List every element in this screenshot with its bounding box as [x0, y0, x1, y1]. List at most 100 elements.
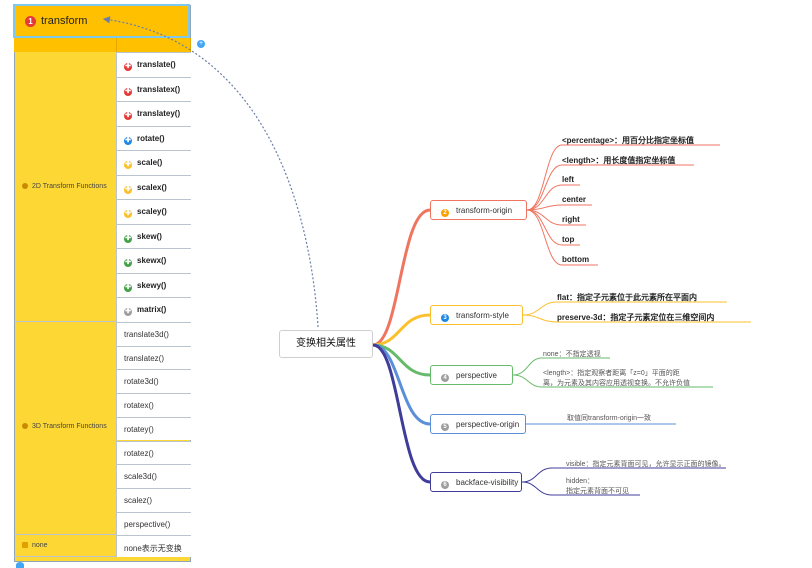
priority-5-icon: 5	[441, 423, 449, 431]
smiley-icon	[22, 183, 28, 189]
leaf-hidden-1[interactable]: hidden：	[566, 478, 595, 485]
function-bullet-icon: ✚	[124, 283, 132, 292]
function-cell-3d[interactable]: rotate3d()	[117, 369, 191, 394]
priority-3-icon: 3	[441, 314, 449, 322]
branch-label: transform-style	[456, 311, 509, 320]
function-label: translate()	[137, 60, 176, 69]
function-bullet-icon: ✚	[124, 161, 132, 169]
function-label: translatex()	[137, 84, 181, 94]
none-desc-cell: none表示无变换	[117, 535, 191, 557]
function-label: rotatex()	[124, 401, 154, 411]
function-cell-2d[interactable]: ✚ scale()	[117, 150, 191, 175]
function-label: rotatey()	[124, 424, 154, 434]
link-marker-icon[interactable]	[16, 562, 24, 568]
function-cell-2d[interactable]: ✚translatey()	[117, 101, 191, 126]
leaf-center[interactable]: center	[562, 195, 587, 204]
function-cell-3d[interactable]: rotatey()	[117, 416, 191, 441]
function-label: skewx()	[137, 256, 167, 265]
function-label: translatey()	[137, 109, 181, 118]
function-bullet-icon: ✚	[124, 234, 132, 243]
group-2d: 2D Transform Functions	[14, 52, 117, 322]
function-cell-3d[interactable]: scalez()	[117, 487, 191, 512]
function-label: scalez()	[124, 495, 153, 505]
none-desc: none表示无变换	[124, 544, 182, 553]
function-label: translatez()	[124, 353, 165, 363]
note-icon	[22, 542, 28, 548]
leaf-right[interactable]: right	[562, 215, 580, 224]
function-bullet-icon: ✚	[124, 136, 132, 145]
function-cell-2d[interactable]: ✚ translatex()	[117, 76, 191, 101]
function-cell-2d[interactable]: ✚ scalex()	[117, 174, 191, 199]
transform-title: transform	[41, 15, 88, 27]
function-cell-3d[interactable]: rotatex()	[117, 393, 191, 417]
branch-line-backface	[372, 343, 431, 484]
function-cell-2d[interactable]: ✚ skew()	[117, 223, 191, 248]
root-topic[interactable]: 变换相关属性	[279, 330, 373, 358]
branch-label: perspective	[456, 371, 497, 380]
leaf-perspective-length-2[interactable]: 离，为元素及其内容应用透视变换。不允许负值	[543, 380, 690, 387]
branch-perspective-origin[interactable]: 5 perspective-origin	[430, 414, 526, 434]
leaf-hidden-2[interactable]: 指定元素背面不可见	[566, 488, 629, 495]
leaf-preserve-3d[interactable]: preserve-3d：指定子元素定位在三维空间内	[557, 313, 715, 322]
leaf-top[interactable]: top	[562, 235, 575, 244]
branch-line-style	[372, 313, 431, 347]
group-2d-label: 2D Transform Functions	[32, 183, 107, 190]
function-bullet-icon: ✚	[124, 308, 132, 316]
function-cell-2d[interactable]: ✚ scaley()	[117, 199, 191, 224]
leaf-bottom[interactable]: bottom	[562, 255, 590, 264]
function-label: rotatez()	[124, 448, 154, 458]
root-label: 变换相关属性	[296, 338, 356, 349]
function-label: skew()	[137, 231, 162, 241]
branch-transform-origin[interactable]: 2 transform-origin	[430, 200, 527, 220]
function-cell-3d[interactable]: translatez()	[117, 345, 191, 370]
function-cell-3d[interactable]: perspective()	[117, 511, 191, 536]
leaf-flat[interactable]: flat：指定子元素位于此元素所在平面内	[557, 293, 697, 302]
function-bullet-icon: ✚	[124, 210, 132, 218]
function-cell-3d[interactable]: rotatez()	[117, 440, 191, 465]
table-subheader-left	[14, 38, 117, 52]
function-label: translate3d()	[124, 330, 169, 339]
priority-2-icon: 2	[441, 209, 449, 217]
function-cell-2d[interactable]: ✚ matrix()	[117, 297, 191, 322]
branch-line-origin	[372, 208, 431, 347]
function-label: scaley()	[137, 207, 167, 216]
function-bullet-icon: ✚	[124, 259, 132, 267]
function-bullet-icon: ✚	[124, 87, 132, 96]
transform-topic[interactable]: 1 transform	[13, 4, 190, 38]
leaf-persp-origin-value[interactable]: 取值同transform-origin一致	[567, 415, 652, 422]
function-bullet-icon: ✚	[124, 185, 132, 194]
branch-label: perspective-origin	[456, 420, 520, 429]
leaf-perspective-length-1[interactable]: <length>：指定观察者距离「z=0」平面的距	[543, 370, 680, 377]
table-subheader-right	[117, 38, 191, 52]
group-none-label: none	[32, 542, 48, 549]
function-cell-2d[interactable]: ✚translate()	[117, 52, 191, 77]
relationship-arrow	[102, 16, 319, 328]
leaf-perspective-none[interactable]: none：不指定透视	[543, 351, 601, 358]
function-cell-2d[interactable]: ✚ skewx()	[117, 248, 191, 273]
function-label: scalex()	[137, 182, 167, 192]
priority-6-icon: 6	[441, 481, 449, 489]
function-label: rotate3d()	[124, 377, 159, 387]
branch-label: transform-origin	[456, 206, 513, 215]
function-label: scale()	[137, 158, 163, 167]
function-label: rotate()	[137, 133, 165, 143]
function-cell-3d[interactable]: translate3d()	[117, 322, 191, 346]
leaf-visible[interactable]: visible：指定元素背面可见，允许显示正面的镜像。	[566, 461, 726, 468]
group-3d: 3D Transform Functions	[14, 322, 117, 535]
priority-1-icon: 1	[25, 16, 36, 27]
branch-transform-style[interactable]: 3 transform-style	[430, 305, 523, 325]
group-none: none	[14, 535, 117, 557]
leaf-percentage[interactable]: <percentage>：用百分比指定坐标值	[562, 136, 695, 145]
function-label: matrix()	[137, 305, 167, 314]
function-label: perspective()	[124, 519, 171, 529]
function-cell-2d[interactable]: ✚ rotate()	[117, 125, 191, 150]
smiley-icon	[22, 423, 28, 429]
function-cell-3d[interactable]: scale3d()	[117, 464, 191, 488]
function-cell-2d[interactable]: ✚skewy()	[117, 272, 191, 297]
leaf-left[interactable]: left	[562, 175, 574, 184]
leaf-length[interactable]: <length>：用长度值指定坐标值	[562, 156, 676, 165]
link-plus-icon[interactable]: +	[197, 40, 205, 48]
